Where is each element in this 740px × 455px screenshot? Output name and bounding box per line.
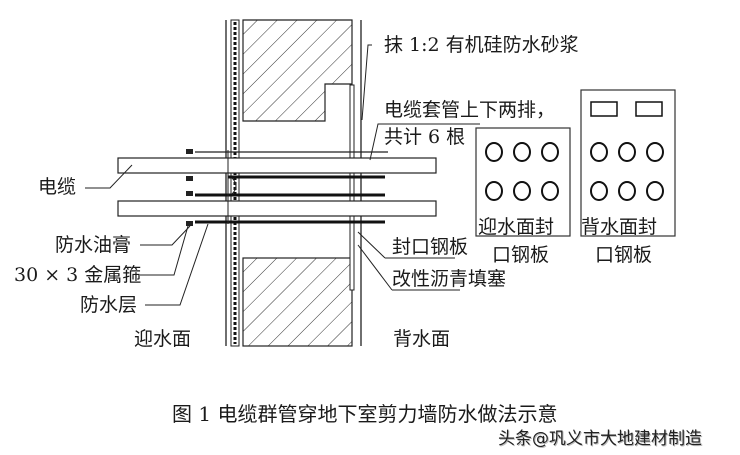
cable-upper: [117, 157, 437, 174]
label-downstream-face: 背水面: [393, 328, 451, 350]
label-downstream-plate-2: 口钢板: [595, 244, 653, 266]
upstream-plate-diagram: [475, 127, 571, 237]
label-downstream-plate-1: 背水面封: [581, 216, 658, 238]
label-mortar: 抹 1:2 有机硅防水砂浆: [384, 34, 579, 56]
metal-hoops: [186, 149, 193, 226]
label-upstream-plate-2: 口钢板: [492, 244, 550, 266]
label-upstream-plate-1: 迎水面封: [478, 216, 555, 238]
concrete-wall-lower: [242, 257, 353, 347]
sleeve-upper: [195, 151, 388, 179]
figure-caption: 图 1 电缆群管穿地下室剪力墙防水做法示意: [172, 402, 558, 426]
seal-steel-plate: [349, 84, 355, 291]
label-seal-plate: 封口钢板: [392, 236, 469, 258]
label-sleeve-line2: 共计 6 根: [384, 126, 466, 148]
label-asphalt-fill: 改性沥青填塞: [392, 268, 507, 290]
label-hoop: 30 × 3 金属箍: [14, 264, 142, 286]
leader-lines: [85, 44, 480, 306]
downstream-plate-diagram: [580, 89, 676, 237]
label-sealant: 防水油膏: [55, 234, 132, 256]
cable-lower: [117, 200, 437, 217]
label-upstream-face: 迎水面: [134, 328, 192, 350]
concrete-wall-upper: [242, 19, 353, 122]
label-waterproof-layer: 防水层: [80, 294, 138, 316]
sleeve-lower: [195, 193, 385, 224]
label-cable: 电缆: [38, 176, 77, 198]
label-sleeve-line1: 电缆套管上下两排，: [384, 99, 556, 121]
watermark: 头条@巩义市大地建材制造: [498, 429, 702, 449]
